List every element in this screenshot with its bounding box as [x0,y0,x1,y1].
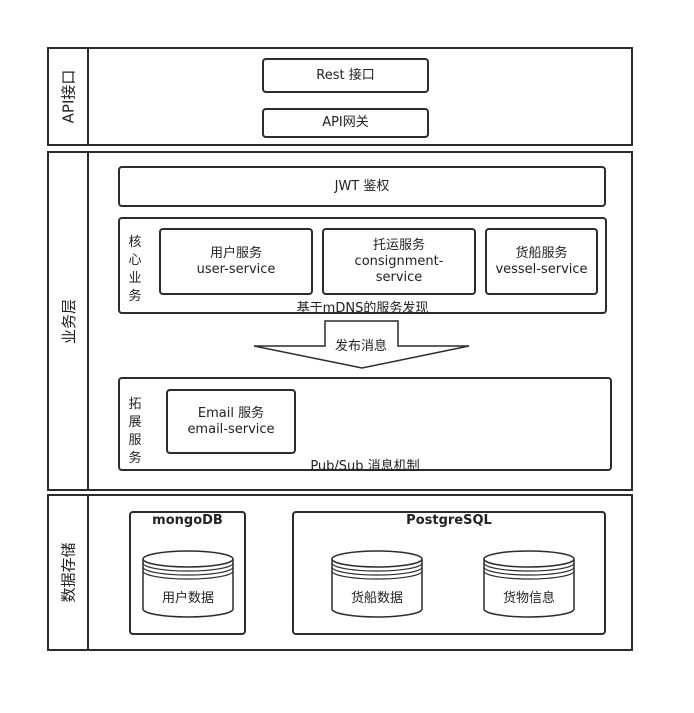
api-layer-label: API接口 [59,69,78,124]
storage-layer-divider [87,494,89,651]
jwt-auth-box: JWT 鉴权 [118,166,606,207]
core-business-label: 核心业务 [128,235,142,304]
email-service-box: Email 服务 email-service [166,389,296,454]
jwt-auth-label: JWT 鉴权 [334,178,390,194]
rest-interface-box: Rest 接口 [262,58,429,93]
rest-interface-label: Rest 接口 [316,67,375,83]
vessel-data-database-icon [331,550,423,618]
user-service-box: 用户服务 user-service [159,228,313,295]
pubsub-label: Pub/Sub 消息机制 [310,459,420,474]
extension-services-label: 拓展服务 [128,397,142,466]
user-service-id: user-service [196,261,276,277]
consignment-service-id: consignment-service [354,253,444,285]
business-layer-label: 业务层 [59,298,78,344]
mongodb-title: mongoDB [152,513,223,528]
user-data-database-icon [142,550,234,618]
consignment-service-box: 托运服务 consignment-service [322,228,476,295]
publish-message-label: 发布消息 [334,339,387,354]
consignment-service-name: 托运服务 [372,237,425,253]
email-service-name: Email 服务 [197,405,265,421]
vessel-service-box: 货船服务 vessel-service [485,228,598,295]
postgresql-title: PostgreSQL [406,513,492,528]
cargo-info-label: 货物信息 [502,591,555,606]
cargo-info-database-icon [483,550,575,618]
publish-arrow-icon [253,320,470,369]
vessel-service-id: vessel-service [495,261,588,277]
vessel-data-label: 货船数据 [350,591,403,606]
api-gateway-box: API网关 [262,108,429,138]
email-service-id: email-service [187,421,275,437]
vessel-service-name: 货船服务 [515,245,568,261]
service-discovery-label: 基于mDNS的服务发现 [296,301,429,316]
business-layer-divider [87,151,89,491]
api-gateway-label: API网关 [322,115,369,130]
user-data-label: 用户数据 [161,591,214,606]
user-service-name: 用户服务 [209,245,262,261]
api-layer-divider [87,47,89,146]
storage-layer-label: 数据存储 [59,542,78,603]
